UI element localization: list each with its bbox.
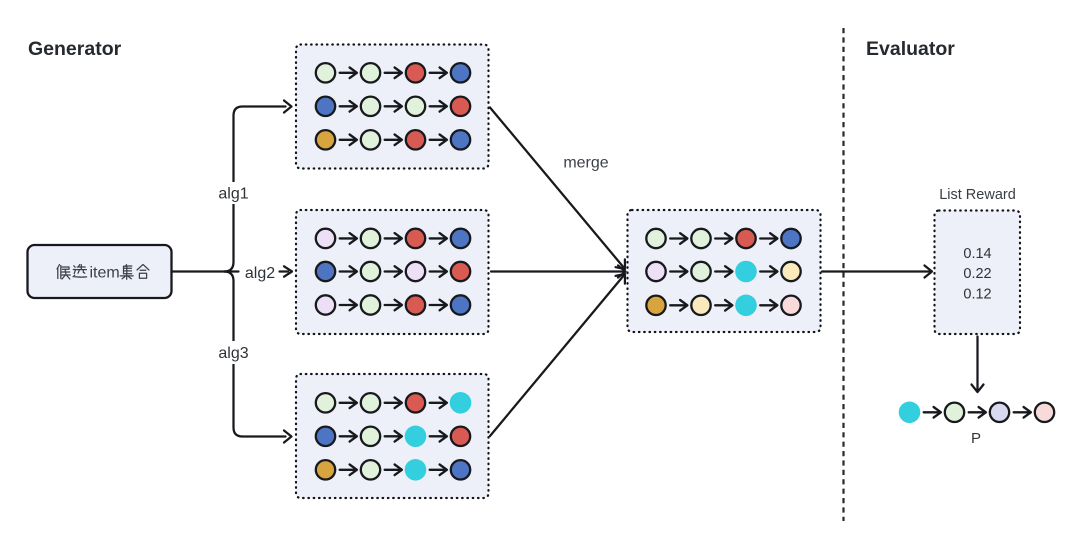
svg-text:merge: merge (563, 155, 608, 172)
svg-text:0.22: 0.22 (963, 266, 991, 282)
svg-text:item: item (90, 265, 120, 282)
svg-text:Evaluator: Evaluator (866, 38, 955, 60)
svg-text:alg1: alg1 (218, 186, 248, 203)
svg-text:0.12: 0.12 (963, 287, 991, 303)
svg-text:List Reward: List Reward (939, 187, 1016, 203)
svg-text:alg2: alg2 (245, 265, 275, 282)
svg-text:Generator: Generator (28, 38, 122, 60)
svg-text:0.14: 0.14 (963, 246, 991, 262)
svg-text:alg3: alg3 (218, 345, 248, 362)
svg-text:P: P (971, 430, 981, 447)
